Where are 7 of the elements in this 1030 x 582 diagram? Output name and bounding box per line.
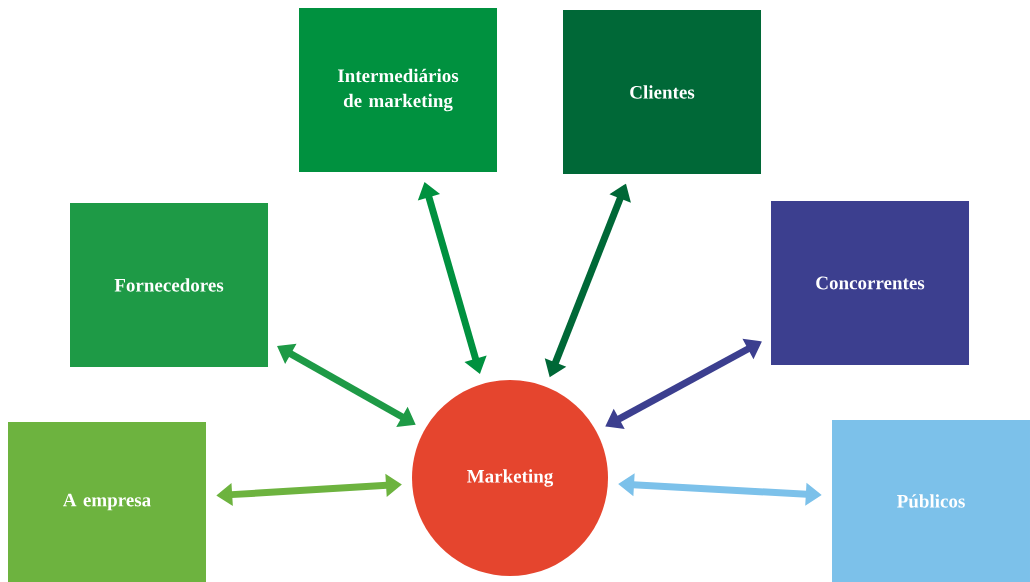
text-box: A empresa <box>8 422 206 582</box>
circle-node: Marketing <box>412 380 608 576</box>
text-box: Clientes <box>563 10 761 174</box>
text-box: Intermediários de marketing <box>299 8 497 172</box>
text-box: Fornecedores <box>70 203 268 367</box>
text-box: Concorrentes <box>771 201 969 365</box>
text-box: Públicos <box>832 420 1030 582</box>
